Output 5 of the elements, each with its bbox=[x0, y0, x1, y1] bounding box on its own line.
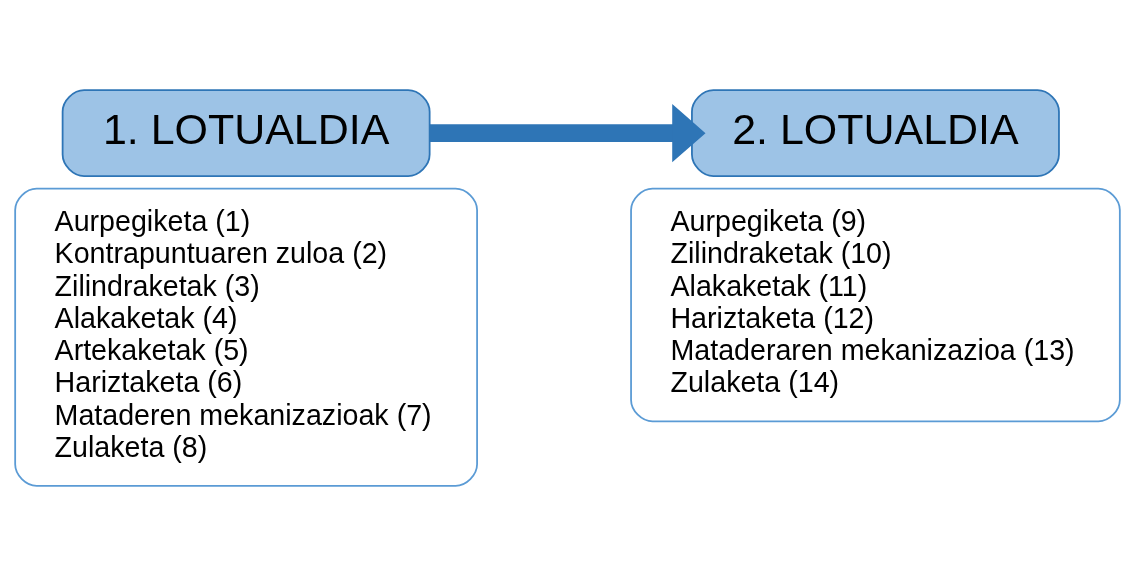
node-box: Aurpegiketa (9) Zilindraketak (10) Alakaketak (11) Hariztaketa (12) Mataderaren mekanizazioa (13) Zulaketa (14) bbox=[630, 187, 1121, 423]
node-box: Aurpegiketa (1) Kontrapuntuaren zuloa (2) Zilindraketak (3) Alakaketak (4) Artekaketak (5) Hariztaketa (6) Mataderen mekanizazioak (7) Zulaketa (8) bbox=[14, 187, 478, 487]
node-box: 1. LOTUALDIA bbox=[61, 89, 431, 177]
arrow bbox=[429, 104, 706, 163]
node-box: 2. LOTUALDIA bbox=[691, 89, 1060, 177]
